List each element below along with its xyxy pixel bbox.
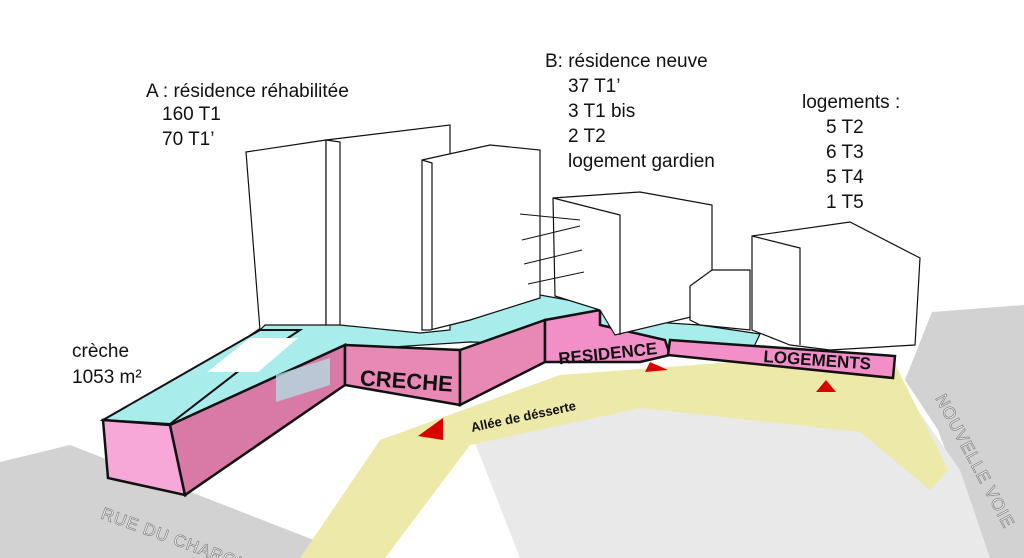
facade-label-creche: CRECHE (359, 365, 453, 396)
pergola-lines (519, 213, 585, 285)
roof-white-patch (207, 338, 298, 372)
tower-a2 (325, 124, 451, 334)
annotation-c-title: logements : (802, 92, 900, 113)
tower-a3-edge (421, 159, 433, 330)
residence-face (543, 308, 672, 364)
annotation-a-title: A : résidence réhabilitée (146, 81, 349, 102)
annotation-b-line3: 2 T2 (568, 126, 606, 147)
building-b (552, 191, 713, 336)
annotation-b-line1: 37 T1’ (568, 76, 620, 97)
entrance-arrow-residence (645, 362, 668, 372)
creche-window-band (276, 358, 330, 402)
tower-a2-edge (325, 139, 341, 325)
entrance-arrow-creche (418, 418, 443, 440)
entrance-arrow-logements (816, 380, 836, 392)
annotation-c-line1: 5 T2 (826, 117, 864, 138)
road-nouvelle-voie (905, 305, 1024, 558)
annotation-a-line1: 160 T1 (162, 104, 221, 125)
annotation-c-line4: 1 T5 (826, 192, 864, 213)
building-c-edge (751, 235, 801, 345)
logements-face (666, 338, 897, 380)
building-c-low (689, 269, 751, 331)
annotation-b-line2: 3 T1 bis (568, 101, 635, 122)
annotation-creche-line2: 1053 m² (72, 367, 142, 388)
annotation-c-line2: 6 T3 (826, 142, 864, 163)
building-c (751, 221, 921, 351)
annotation-creche-line1: crèche (72, 341, 129, 362)
annotation-a-line2: 70 T1’ (162, 129, 214, 150)
annotation-b-title: B: résidence neuve (545, 51, 708, 72)
path-allee (300, 358, 948, 558)
annotation-b-line4: logement gardien (568, 151, 715, 172)
tower-a3 (421, 144, 541, 331)
tower-a1-side (245, 139, 327, 332)
building-b-edge (552, 197, 621, 335)
road-rue-du-charolais (0, 445, 360, 558)
annotation-c-line3: 5 T4 (826, 167, 864, 188)
